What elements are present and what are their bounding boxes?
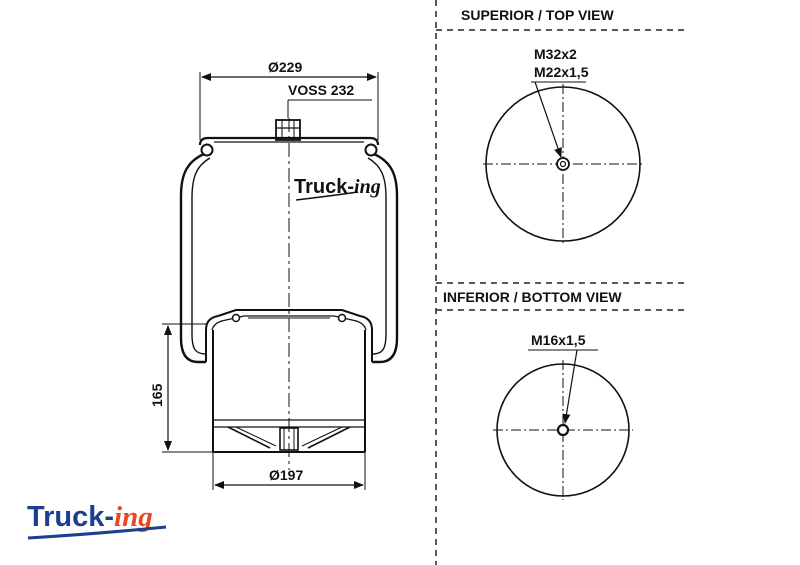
- svg-text:Truck-ing: Truck-ing: [294, 176, 381, 198]
- part-brand-ing: ing: [354, 176, 381, 198]
- brand-logo-truck: Truck-: [27, 501, 114, 533]
- piston-top-contour: [205, 309, 373, 362]
- top-view-heading: SUPERIOR / TOP VIEW: [461, 7, 615, 23]
- bottom-view: INFERIOR / BOTTOM VIEW M16x1,5: [443, 289, 633, 500]
- bellows-left-inner: [191, 157, 211, 355]
- top-bead-left: [200, 143, 214, 157]
- brand-logo-text: Truck-ing: [27, 501, 153, 533]
- bottom-diameter-label: Ø197: [269, 467, 303, 483]
- top-view: SUPERIOR / TOP VIEW M32x2 M22x1,5: [461, 7, 643, 244]
- part-brand-truck: Truck-: [294, 176, 354, 198]
- bottom-thread-label: M16x1,5: [531, 332, 586, 348]
- top-bead-right: [364, 143, 378, 157]
- top-thread-leader: [534, 81, 562, 158]
- brand-logo-swoosh: [27, 525, 167, 540]
- piston-bead-right: [337, 313, 347, 323]
- bellows-left-outer: [179, 152, 206, 364]
- section-dividers: [435, 0, 688, 565]
- bottom-thread-leader: [562, 349, 578, 424]
- side-view: Ø229 VOSS 232: [149, 59, 399, 490]
- part-brand-swoosh: [295, 191, 359, 201]
- brand-logo: Truck-ing: [27, 501, 167, 540]
- top-thread-label-1: M32x2: [534, 46, 577, 62]
- part-brand-mark: Truck-ing: [294, 176, 381, 201]
- height-label: 165: [149, 383, 165, 407]
- bottom-stud-hole: [556, 423, 570, 437]
- bellows-right-outer: [372, 152, 399, 364]
- top-port-inner: [559, 160, 567, 168]
- top-thread-label-2: M22x1,5: [534, 64, 589, 80]
- top-diameter-label: Ø229: [268, 59, 302, 75]
- piston-bead-left: [231, 313, 241, 323]
- bottom-view-heading: INFERIOR / BOTTOM VIEW: [443, 289, 622, 305]
- piston-base-ribs: [227, 426, 351, 449]
- piston-inner-contour: [211, 315, 367, 331]
- bellows-right-inner: [367, 157, 387, 355]
- piston-base-ribs-inner: [235, 426, 343, 447]
- connector-label: VOSS 232: [288, 82, 354, 98]
